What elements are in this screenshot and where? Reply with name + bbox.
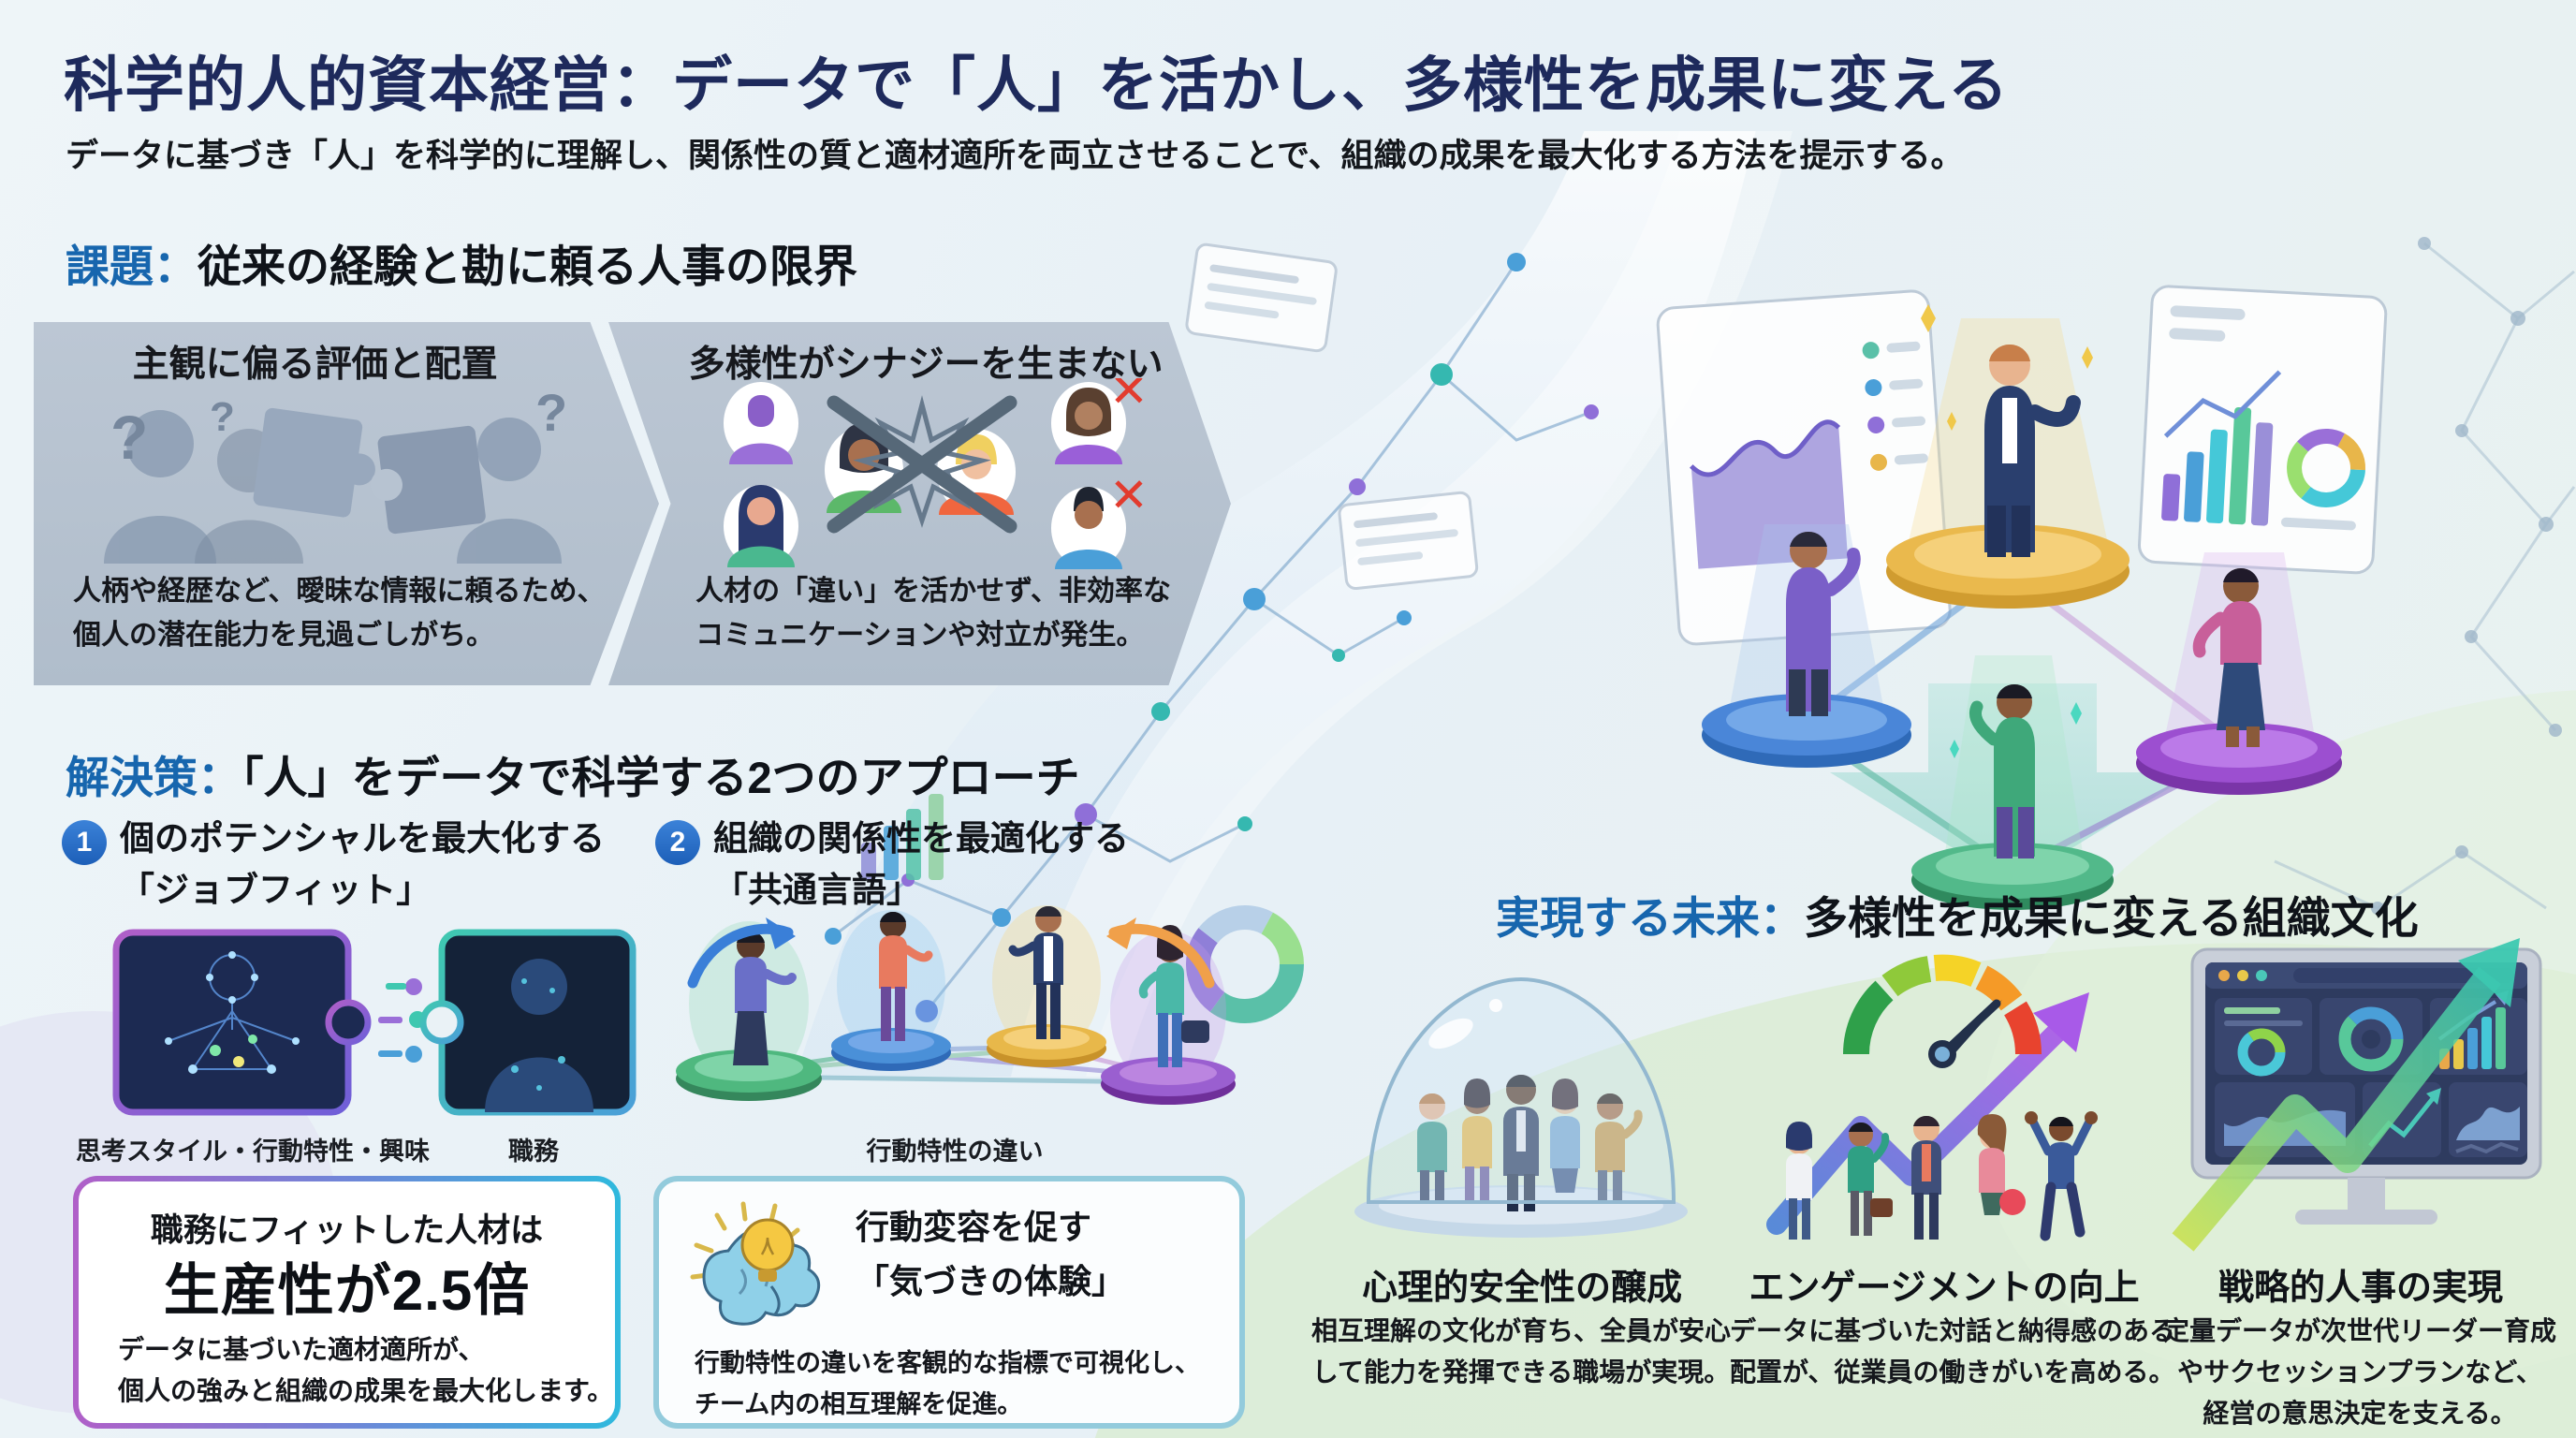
analytics-screen-left [1656,289,1952,646]
dashboard-growth-icon [2172,938,2542,1252]
document-card-decoration [1338,491,1479,591]
svg-text:?: ? [210,394,235,440]
page-title: 科学的人的資本経営：データで「人」を活かし、多様性を成果に変える [64,51,2010,119]
awareness-result-card: 行動変容を促す 「気づきの体験」 行動特性の違いを客観的な指標で可視化し、 チー… [653,1176,1245,1429]
problem-card-title: 多様性がシナジーを生まない [688,345,1164,385]
gauge-rising-arrow-icon [1766,954,2098,1241]
problem-heading: 課題：従来の経験と勘に頼る人事の限界 [66,242,857,291]
person-on-yellow-platform [1886,304,2130,609]
document-card-decoration [1185,242,1338,353]
data-stream-illustration [796,131,2576,1077]
approach-2-number: 2 [655,820,700,865]
outcome-body: データに基づいた対話と納得感のある 配置が、従業員の働きがいを高める。 [1730,1316,2176,1387]
outcome-title-engagement: エンゲージメントの向上 [1749,1269,2140,1308]
result-card-line: 職務にフィットした人材は [150,1212,544,1249]
future-heading: 実現する未来：多様性を成果に変える組織文化 [1496,893,2419,943]
problem-card-body: 人材の「違い」を活かせず、非効率な コミュニケーションや対立が発生。 [695,576,1171,651]
problem-card-diversity: 多様性がシナジーを生まない [608,322,1231,685]
productivity-result-card: 職務にフィットした人材は 生産性が2.5倍 データに基づいた適材適所が、 個人の… [73,1176,621,1429]
problem-card-subjective: 主観に偏る評価と配置 ? ? ? [34,322,659,685]
person-on-green-platform [1911,655,2114,910]
analytics-screen-right [2137,285,2388,575]
result-card-title: 行動変容を促す 「気づきの体験」 [856,1208,1126,1300]
problem-card-title: 主観に偏る評価と配置 [132,345,498,385]
outcome-title-psychological-safety: 心理的安全性の醸成 [1361,1269,1682,1308]
problem-label: 課題： [66,242,198,291]
glass-dome-team-icon [1354,976,1688,1238]
solution-label: 解決策： [66,753,242,802]
person-on-blue-platform [1702,524,1911,768]
team-conflict-icon: ✕ ✕ [724,378,1147,569]
svg-text:?: ? [535,386,567,442]
brain-lightbulb-icon [690,1201,821,1326]
approach-1-title: 個のポテンシャルを最大化する 「ジョブフィット」 [120,819,605,909]
job-fit-puzzle-icon [112,929,637,1116]
outcome-title-strategic-hr: 戦略的人事の実現 [2217,1269,2503,1308]
svg-text:✕: ✕ [1109,469,1147,521]
approach-2-title: 組織の関係性を最適化する 「共通言語」 [713,819,1129,909]
future-label: 実現する未来： [1496,893,1804,943]
puzzle-mismatch-icon: ? ? ? [104,386,567,564]
person-on-purple-platform [2136,552,2342,795]
page-subtitle: データに基づき「人」を科学的に理解し、関係性の質と適材適所を両立させることで、組… [66,138,1964,174]
team-network-icon [676,905,1236,1105]
problem-card-body: 人柄や経歴など、曖昧な情報に頼るため、 個人の潜在能力を見過ごしがち。 [73,576,606,651]
result-card-body: 行動特性の違いを客観的な指標で可視化し、 チーム内の相互理解を促進。 [695,1349,1200,1418]
mini-bar-chart-decoration [861,794,944,880]
solution-heading: 解決策：「人」をデータで科学する2つのアプローチ [66,753,1080,802]
outcome-body: 相互理解の文化が育ち、全員が安心 して能力を発揮できる職場が実現。 [1310,1316,1731,1387]
result-card-body: データに基づいた適材適所が、 個人の強みと組織の成果を最大化します。 [118,1335,614,1405]
approach-1-caption-left: 思考スタイル・行動特性・興味 [76,1137,430,1166]
svg-text:✕: ✕ [1109,378,1147,417]
approach-1-caption-right: 職務 [508,1137,559,1166]
outcome-body: 定量データが次世代リーダー育成 やサクセッションプランなど、 経営の意思決定を支… [2162,1316,2556,1428]
svg-text:?: ? [110,403,148,472]
approach-2-caption: 行動特性の違い [866,1137,1044,1166]
approach-1-number: 1 [62,820,107,865]
productivity-highlight: 生産性が2.5倍 [163,1259,531,1322]
